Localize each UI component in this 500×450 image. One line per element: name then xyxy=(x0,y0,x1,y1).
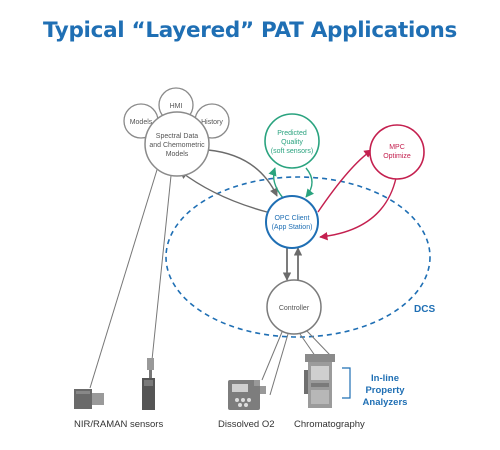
spectral-label-3: Models xyxy=(166,151,189,158)
predicted-label-1: Predicted xyxy=(277,130,307,137)
spectral-to-nir-line xyxy=(89,159,161,389)
dcs-boundary xyxy=(165,176,431,338)
spectral-node xyxy=(144,111,210,177)
controller-to-dissolved-line-2 xyxy=(269,333,289,396)
controller-label: Controller xyxy=(279,305,310,312)
mpc-label-1: MPC xyxy=(389,144,405,151)
hmi-label: HMI xyxy=(170,103,183,110)
opc-to-spectral-arrow xyxy=(179,170,268,213)
opc-to-mpc-arrow xyxy=(317,149,373,213)
nir-raman-label: NIR/RAMAN sensors xyxy=(74,419,163,430)
controller-to-dissolved-line xyxy=(261,331,283,381)
predicted-label-2: Quality xyxy=(281,139,303,146)
dcs-label: DCS xyxy=(414,304,435,315)
inline-label-3: Analyzers xyxy=(363,397,408,408)
probe-device-icon xyxy=(142,358,155,410)
predicted-to-opc-arrow xyxy=(305,167,315,198)
opc-to-predicted-arrow xyxy=(268,167,284,199)
mpc-node xyxy=(369,124,425,180)
spectral-label-2: and Chemometric xyxy=(149,142,205,149)
mpc-label-2: Optimize xyxy=(383,153,411,160)
chromatography-device-icon xyxy=(304,354,335,408)
mpc-to-opc-arrow xyxy=(319,177,397,241)
dissolved-o2-device-icon xyxy=(228,380,266,410)
diagram-title: Typical “Layered” PAT Applications xyxy=(42,18,458,43)
spectral-to-opc-arrow xyxy=(207,149,278,197)
predicted-label-3: (soft sensors) xyxy=(271,148,313,155)
controller-node xyxy=(266,279,322,335)
chromatography-label: Chromatography xyxy=(294,419,365,430)
analyzers-bracket xyxy=(342,367,351,399)
opc-client-node xyxy=(265,195,319,249)
inline-label-2: Property xyxy=(365,385,405,396)
dissolved-o2-label: Dissolved O2 xyxy=(218,419,275,430)
models-label: Models xyxy=(130,119,153,126)
controller-to-chrom-line-2 xyxy=(305,329,331,356)
nir-device-icon xyxy=(74,389,104,409)
opc-label-1: OPC Client xyxy=(274,215,309,222)
inline-label-1: In-line xyxy=(371,373,399,384)
history-label: History xyxy=(201,119,223,126)
spectral-label-1: Spectral Data xyxy=(156,133,199,140)
opc-label-2: (App Station) xyxy=(272,224,313,231)
spectral-to-probe-line xyxy=(151,165,173,361)
predicted-quality-node xyxy=(264,113,320,169)
